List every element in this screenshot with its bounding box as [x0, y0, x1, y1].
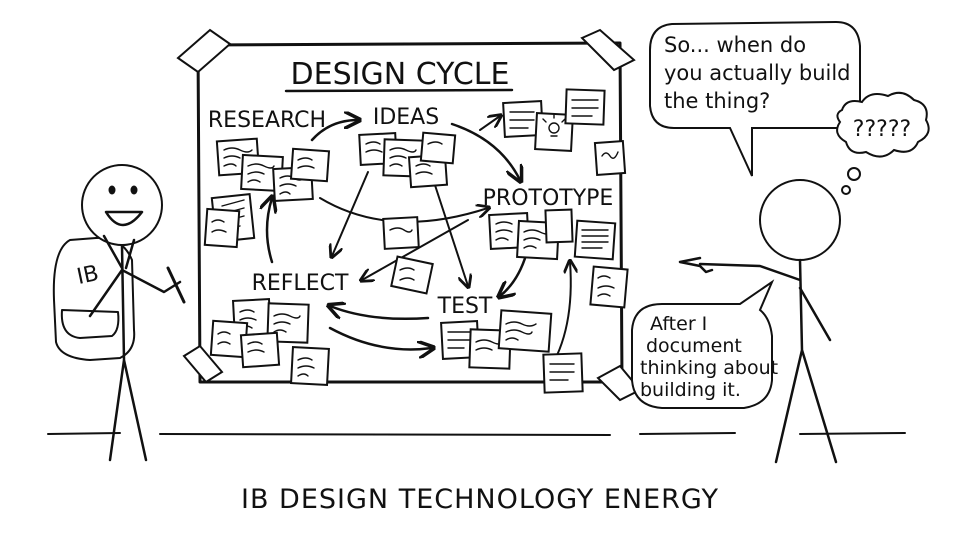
teacher-body: [774, 258, 838, 464]
answer-line-1: After I: [650, 313, 707, 335]
arrow-reflect-research: [267, 198, 272, 264]
thought-cloud: [836, 91, 930, 158]
question-bubble-shape: [649, 20, 861, 177]
sticky-note: [390, 255, 434, 295]
teacher-head: [759, 179, 841, 261]
question-line-3: the thing?: [664, 89, 770, 113]
sticky-note: [564, 88, 606, 126]
backpack-straps: [102, 234, 136, 270]
tape-bottom-left: [182, 344, 224, 384]
sticky-note: [593, 139, 627, 177]
thought-text: ?????: [853, 117, 911, 142]
arrow-research-ideas: [310, 120, 358, 142]
student-smile: [104, 210, 144, 227]
caption: IB DESIGN TECHNOLOGY ENERGY: [241, 484, 719, 515]
sticky-note: [497, 309, 553, 353]
poster-title: DESIGN CYCLE: [291, 57, 510, 92]
teacher-pointing-arm: [698, 262, 802, 282]
sticky-note: [239, 331, 281, 369]
student-figure: IB: [52, 164, 186, 462]
student-eye-right: [130, 185, 138, 195]
sticky-note: [203, 207, 241, 249]
sticky-note: [589, 265, 629, 309]
sticky-note: [382, 216, 420, 250]
stage-test: TEST: [437, 294, 493, 319]
sticky-notes: [203, 88, 629, 394]
question-speech-bubble: So... when do you actually build the thi…: [649, 20, 861, 177]
sticky-note: [209, 319, 249, 359]
sticky-note: [534, 112, 574, 152]
stage-research: RESEARCH: [208, 108, 326, 133]
pointing-hand-icon: [678, 256, 714, 274]
question-line-2: you actually build: [664, 61, 851, 85]
answer-bubble-shape: [631, 279, 775, 409]
pen-icon: [166, 266, 186, 304]
sticky-note: [573, 219, 617, 261]
student-head: [81, 164, 163, 246]
arrow-test-reflect: [330, 306, 430, 321]
teacher-figure: [678, 179, 841, 464]
arrow-prototype-reflect: [362, 219, 469, 280]
arrow-reflect-test: [328, 326, 432, 349]
student-eye-left: [108, 185, 116, 195]
sticky-note: [419, 131, 457, 165]
backpack: [52, 236, 136, 362]
thought-dot: [841, 185, 851, 195]
tape-top-right: [580, 28, 636, 72]
backpack-pocket: [60, 309, 120, 339]
answer-line-2: document: [646, 335, 742, 357]
sticky-note: [289, 147, 331, 183]
sticky-note: [542, 352, 584, 394]
answer-line-3: thinking about: [640, 357, 778, 379]
stage-prototype: PROTOTYPE: [483, 186, 614, 211]
sticky-note: [544, 208, 574, 244]
thought-dot: [847, 167, 861, 181]
answer-line-4: building it.: [640, 379, 741, 401]
stage-reflect: REFLECT: [252, 271, 349, 296]
thought-bubble: ?????: [836, 91, 930, 195]
tape-top-left: [176, 28, 232, 74]
poster-title-underline: [284, 88, 514, 93]
arrow-ideas-notes: [479, 116, 500, 131]
backpack-label: IB: [75, 261, 101, 290]
ground-line: [47, 432, 906, 436]
teacher-arm: [798, 286, 832, 342]
student-body: [88, 244, 182, 462]
design-cycle-poster: DESIGN CYCLE RESEARCH IDEAS PROTOTYPE TE…: [176, 28, 642, 402]
stage-ideas: IDEAS: [373, 105, 439, 130]
arrow-ideas-prototype: [450, 122, 520, 180]
question-line-1: So... when do: [664, 33, 806, 57]
sticky-note: [290, 346, 330, 386]
answer-speech-bubble: After I document thinking about building…: [631, 279, 778, 409]
arrow-ideas-reflect: [332, 171, 369, 256]
